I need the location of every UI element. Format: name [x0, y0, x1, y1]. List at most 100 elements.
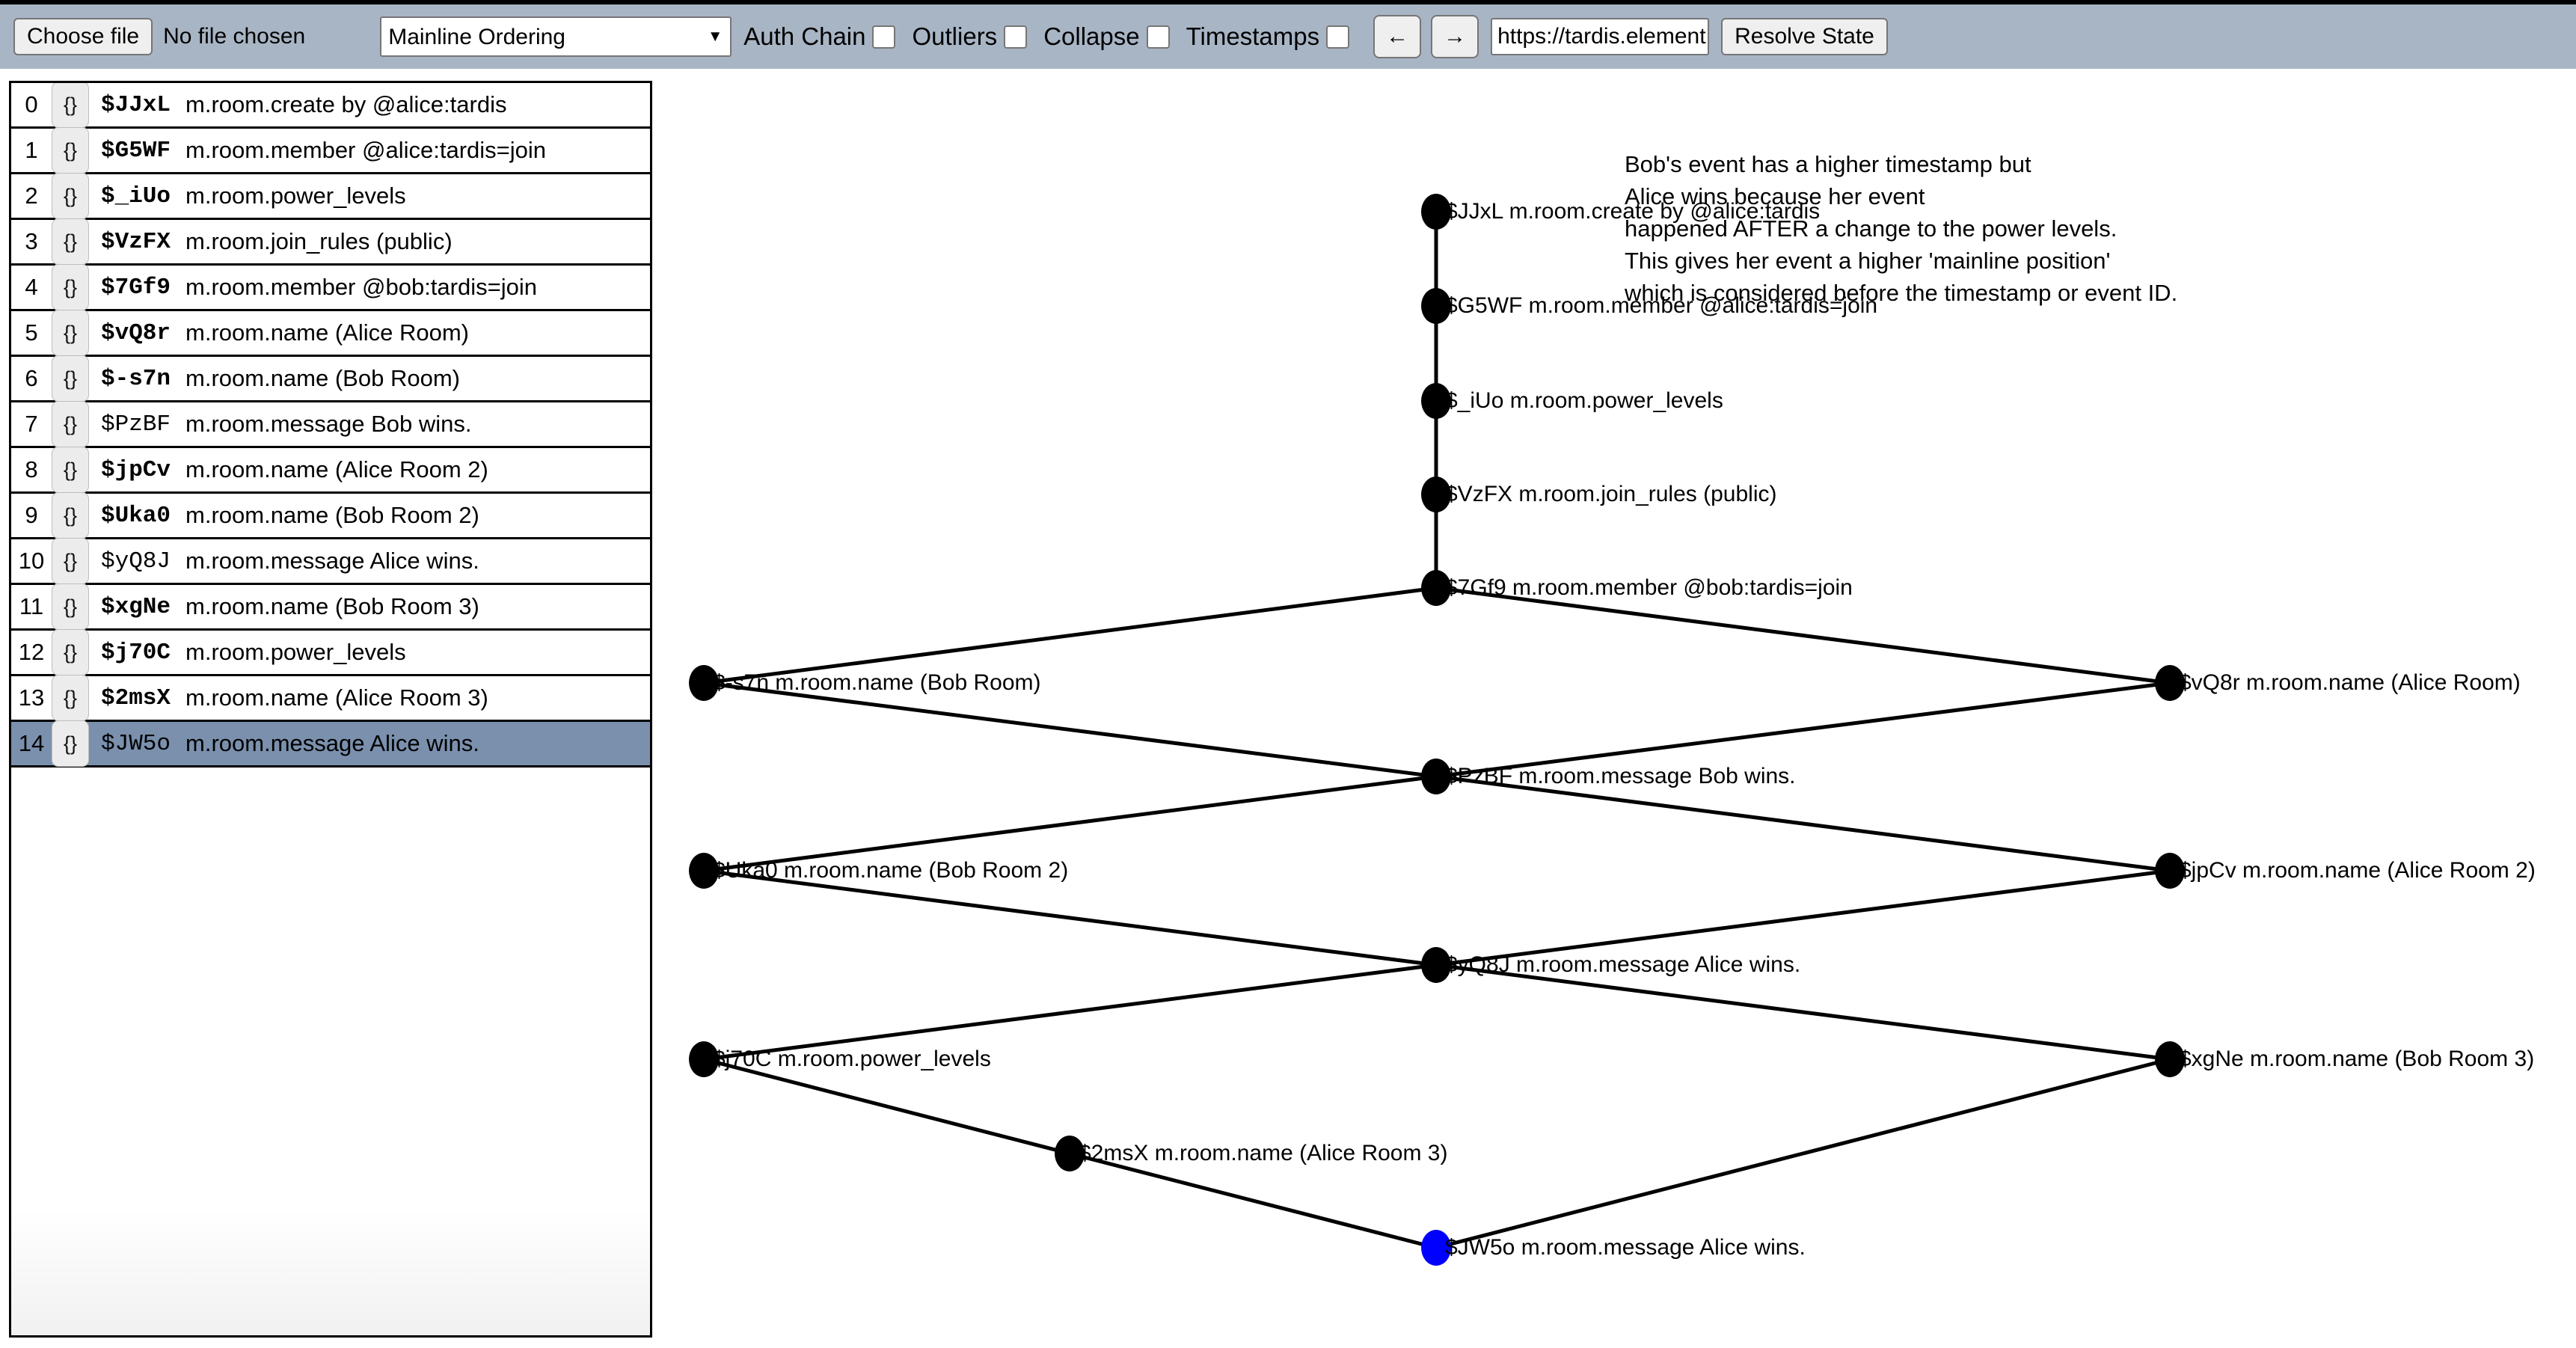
checkbox-timestamps[interactable]: Timestamps: [1186, 22, 1366, 51]
dag-edge: [1435, 868, 2171, 967]
event-row-index: 2: [25, 183, 38, 209]
dag-graph[interactable]: $JJxL m.room.create by @alice:tardis$G5W…: [658, 73, 2576, 1348]
dag-edge: [703, 586, 1437, 685]
event-row-id: $vQ8r: [101, 319, 171, 346]
dag-node[interactable]: [1421, 1230, 1451, 1266]
event-row-summary: m.room.join_rules (public): [185, 228, 453, 254]
dag-node[interactable]: [1421, 288, 1451, 324]
dag-node[interactable]: [2155, 665, 2185, 701]
checkbox-outliers[interactable]: Outliers: [912, 22, 1043, 51]
dag-node[interactable]: [689, 665, 719, 701]
event-row-id: $j70C: [101, 639, 171, 666]
checkbox-box-outliers[interactable]: [1004, 25, 1028, 49]
file-picker: Choose file No file chosen: [13, 18, 305, 55]
resolve-state-button[interactable]: Resolve State: [1721, 18, 1888, 55]
url-input[interactable]: [1491, 18, 1710, 55]
view-json-button[interactable]: {}: [52, 583, 89, 630]
event-row-index: 0: [25, 91, 38, 117]
dag-node-label: $G5WF m.room.member @alice:tardis=join: [1445, 293, 1878, 318]
event-row-index: 14: [18, 730, 45, 756]
dag-edge: [1435, 774, 2171, 873]
event-row-index: 6: [25, 365, 38, 391]
dag-edge: [703, 774, 1437, 873]
checkbox-box-auth-chain[interactable]: [872, 25, 896, 49]
dag-node[interactable]: [1421, 383, 1451, 419]
view-json-button[interactable]: {}: [52, 264, 89, 310]
forward-arrow-icon[interactable]: →: [1431, 15, 1479, 58]
view-json-button[interactable]: {}: [52, 492, 89, 539]
view-json-button[interactable]: {}: [52, 218, 89, 265]
event-row-summary: m.room.message Alice wins.: [185, 730, 479, 756]
checkbox-auth-chain[interactable]: Auth Chain: [743, 22, 912, 51]
event-row[interactable]: 14 {} $JW5o m.room.message Alice wins.: [11, 720, 650, 768]
event-row-summary: m.room.power_levels: [185, 183, 406, 209]
mainline-annotation: Bob's event has a higher timestamp but A…: [1625, 151, 2178, 306]
event-row-index: 1: [25, 137, 38, 163]
view-json-button[interactable]: {}: [52, 355, 89, 402]
event-row-id: $VzFX: [101, 228, 171, 255]
event-row-id: $JW5o: [101, 730, 171, 757]
ordering-select[interactable]: Mainline Ordering: [380, 16, 732, 57]
event-row-index: 8: [25, 456, 38, 482]
checkbox-box-timestamps[interactable]: [1326, 25, 1350, 49]
dag-svg: [689, 194, 2185, 1266]
dag-node[interactable]: [1055, 1136, 1085, 1171]
navigation-buttons: ← →: [1373, 15, 1479, 58]
view-json-button[interactable]: {}: [52, 447, 89, 493]
event-row-summary: m.room.message Alice wins.: [185, 548, 479, 574]
event-row-summary: m.room.message Bob wins.: [185, 411, 472, 437]
event-row-summary: m.room.name (Alice Room): [185, 319, 469, 346]
event-row-id: $7Gf9: [101, 274, 171, 301]
dag-node[interactable]: [1421, 759, 1451, 794]
view-json-button[interactable]: {}: [52, 83, 89, 128]
event-row-index: 4: [25, 274, 38, 300]
view-json-button[interactable]: {}: [52, 629, 89, 675]
dag-edge: [1069, 1151, 1437, 1250]
dag-edge: [1435, 1057, 2171, 1250]
view-json-button[interactable]: {}: [52, 310, 89, 356]
dag-node[interactable]: [1421, 947, 1451, 983]
view-json-button[interactable]: {}: [52, 538, 89, 584]
dag-node[interactable]: [1421, 194, 1451, 230]
event-row-summary: m.room.power_levels: [185, 639, 406, 665]
choose-file-button[interactable]: Choose file: [13, 18, 153, 55]
view-json-button[interactable]: {}: [52, 173, 89, 219]
back-arrow-icon[interactable]: ←: [1373, 15, 1422, 58]
no-file-chosen-label: No file chosen: [163, 24, 306, 49]
dag-node[interactable]: [1421, 477, 1451, 512]
checkbox-collapse[interactable]: Collapse: [1043, 22, 1186, 51]
dag-node[interactable]: [689, 1041, 719, 1077]
event-row-summary: m.room.name (Alice Room 3): [185, 684, 488, 711]
view-json-button[interactable]: {}: [52, 127, 89, 174]
view-json-button[interactable]: {}: [52, 401, 89, 447]
event-row-id: $G5WF: [101, 137, 171, 164]
dag-edge: [1435, 963, 2171, 1061]
view-json-button[interactable]: {}: [52, 720, 89, 767]
checkbox-box-collapse[interactable]: [1146, 25, 1170, 49]
dag-node[interactable]: [1421, 570, 1451, 606]
dag-node[interactable]: [689, 853, 719, 889]
dag-edge: [1435, 586, 2171, 685]
dag-node-label: $vQ8r m.room.name (Alice Room): [2179, 670, 2521, 695]
dag-node[interactable]: [2155, 853, 2185, 889]
dag-edge: [1435, 681, 2171, 779]
view-json-button[interactable]: {}: [52, 675, 89, 721]
event-row-summary: m.room.name (Alice Room 2): [185, 456, 488, 482]
dag-node[interactable]: [2155, 1041, 2185, 1077]
